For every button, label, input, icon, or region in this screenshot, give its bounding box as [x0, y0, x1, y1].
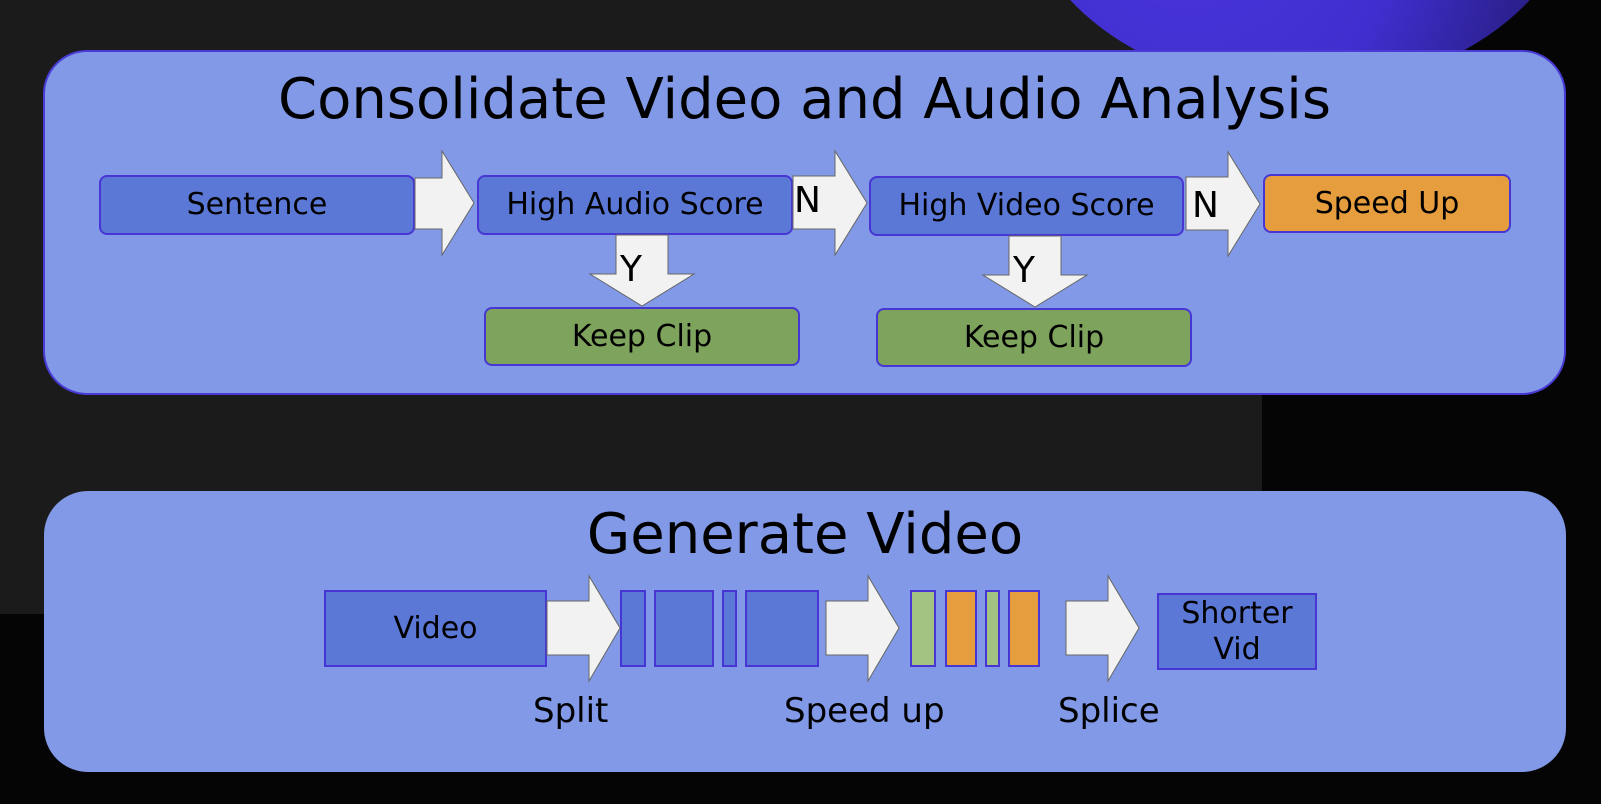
consolidate-panel-title: Consolidate Video and Audio Analysis: [277, 67, 1332, 132]
split-label: Split: [533, 691, 609, 731]
audio-no-label: N: [794, 180, 821, 221]
splice-arrow: [1065, 574, 1140, 683]
high-video-score-box: High Video Score: [869, 176, 1184, 236]
keep-clip-box-1: Keep Clip: [484, 307, 800, 366]
audio-yes-label: Y: [620, 249, 642, 290]
kept-segment: [910, 590, 936, 667]
generate-panel-title: Generate Video: [586, 502, 1024, 567]
speed-up-arrow: [825, 574, 900, 683]
video-yes-arrow: [981, 235, 1089, 308]
video-box: Video: [324, 590, 547, 667]
split-segment: [745, 590, 819, 667]
video-no-arrow: [1185, 150, 1261, 258]
shorter-vid-box: Shorter Vid: [1157, 593, 1317, 670]
high-audio-score-box: High Audio Score: [477, 175, 793, 235]
split-segment: [620, 590, 646, 667]
sentence-box: Sentence: [99, 175, 415, 235]
speed-up-box: Speed Up: [1263, 174, 1511, 233]
split-segment: [654, 590, 714, 667]
keep-clip-box-2: Keep Clip: [876, 308, 1192, 367]
split-arrow: [546, 574, 621, 683]
splice-label: Splice: [1058, 691, 1160, 731]
sentence-to-audio-arrow: [414, 149, 475, 257]
sped-up-segment: [1008, 590, 1040, 667]
audio-yes-arrow: [588, 234, 696, 307]
split-segment: [722, 590, 737, 667]
video-no-label: N: [1192, 185, 1219, 226]
speed-up-label: Speed up: [784, 691, 945, 731]
sped-up-segment: [945, 590, 977, 667]
kept-segment: [985, 590, 1000, 667]
audio-no-arrow: [792, 149, 868, 257]
video-yes-label: Y: [1013, 250, 1035, 291]
